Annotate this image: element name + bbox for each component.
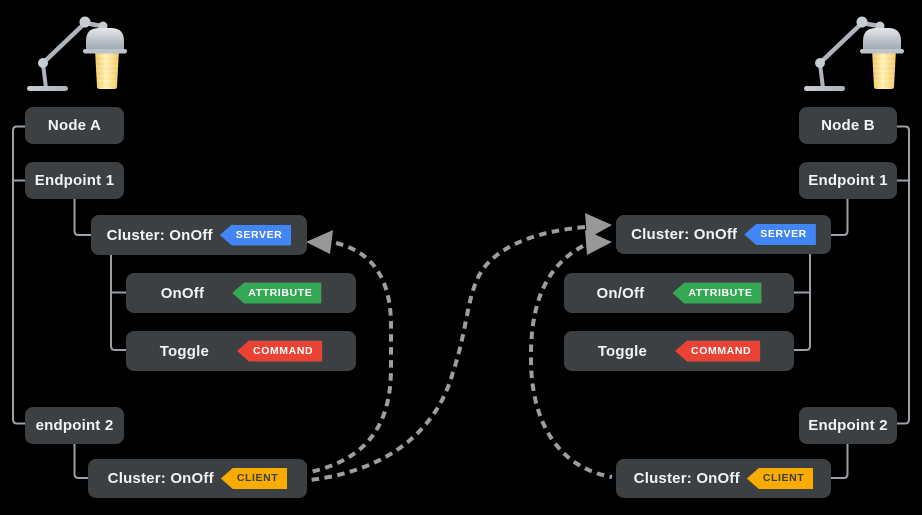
node-b-command-row: Toggle COMMAND bbox=[564, 331, 794, 371]
arrow-client-a-to-server-b bbox=[309, 225, 586, 482]
node-b-client-cluster-box: Cluster: OnOff CLIENT bbox=[616, 459, 831, 498]
attribute-badge: ATTRIBUTE bbox=[232, 282, 322, 304]
node-b-server-cluster-label: Cluster: OnOff bbox=[631, 226, 738, 243]
desk-lamp-icon bbox=[804, 17, 904, 92]
node-a-attribute-row: OnOff ATTRIBUTE bbox=[126, 273, 356, 313]
node-b-command-label: Toggle bbox=[597, 342, 648, 360]
command-badge: COMMAND bbox=[237, 340, 323, 362]
arrow-client-b-to-server-b bbox=[528, 244, 613, 479]
node-a-attribute-label: OnOff bbox=[160, 284, 205, 302]
node-a-server-cluster-box: Cluster: OnOff SERVER bbox=[91, 215, 307, 255]
node-a-box: Node A bbox=[25, 107, 124, 144]
node-b-endpoint-2-box: Endpoint 2 bbox=[799, 407, 897, 444]
node-b-attribute-row: On/Off ATTRIBUTE bbox=[564, 273, 794, 313]
desk-lamp-icon bbox=[27, 17, 127, 92]
arrowhead-into-server-b-top bbox=[585, 213, 612, 239]
node-a-command-row: Toggle COMMAND bbox=[126, 331, 356, 371]
server-badge: SERVER bbox=[219, 224, 292, 246]
node-a-label: Node A bbox=[47, 117, 102, 134]
node-b-attribute-label: On/Off bbox=[596, 284, 645, 302]
command-badge: COMMAND bbox=[675, 340, 761, 362]
node-b-box: Node B bbox=[799, 107, 897, 144]
node-a-tree-connectors bbox=[12, 125, 126, 479]
node-a-endpoint-2-box: endpoint 2 bbox=[25, 407, 124, 444]
arrow-client-a-to-server-a bbox=[309, 241, 393, 474]
node-a-endpoint-1-box: Endpoint 1 bbox=[25, 162, 124, 199]
node-a-endpoint-2-label: endpoint 2 bbox=[35, 417, 114, 434]
client-badge: CLIENT bbox=[746, 468, 814, 489]
node-b-server-cluster-box: Cluster: OnOff SERVER bbox=[616, 215, 831, 254]
node-b-client-cluster-label: Cluster: OnOff bbox=[633, 470, 740, 487]
node-b-endpoint-1-box: Endpoint 1 bbox=[799, 162, 897, 199]
node-a-endpoint-1-label: Endpoint 1 bbox=[34, 172, 115, 189]
server-badge: SERVER bbox=[744, 224, 816, 245]
node-b-endpoint-1-label: Endpoint 1 bbox=[808, 172, 888, 189]
node-b-tree-connectors bbox=[794, 125, 910, 479]
node-b-label: Node B bbox=[821, 117, 875, 134]
node-a-client-cluster-label: Cluster: OnOff bbox=[107, 470, 214, 487]
node-a-command-label: Toggle bbox=[159, 342, 210, 360]
node-b-endpoint-2-label: Endpoint 2 bbox=[808, 417, 888, 434]
arrowhead-into-server-a bbox=[306, 230, 333, 254]
attribute-badge: ATTRIBUTE bbox=[672, 282, 762, 304]
client-badge: CLIENT bbox=[220, 468, 288, 489]
node-a-client-cluster-box: Cluster: OnOff CLIENT bbox=[88, 459, 307, 498]
arrowhead-into-server-b-bottom bbox=[585, 230, 612, 255]
node-a-server-cluster-label: Cluster: OnOff bbox=[106, 226, 213, 244]
